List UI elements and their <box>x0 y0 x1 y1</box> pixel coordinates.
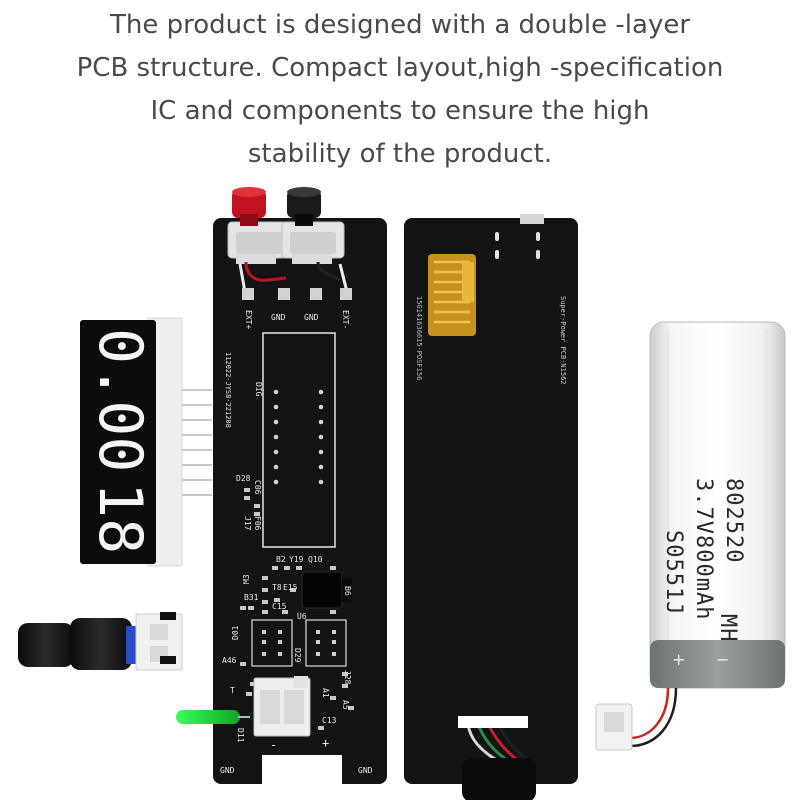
label-e15: E15 <box>283 583 298 592</box>
ic-right-outline <box>305 619 347 667</box>
battery-text-line1: 802520 <box>721 478 746 564</box>
green-led <box>176 710 250 724</box>
back-label-code: 15G141636615-PDSF156 <box>415 296 423 381</box>
label-gnd-2: GND <box>304 313 319 322</box>
label-t8: T8 <box>272 583 282 592</box>
battery-text-line4: MH <box>715 614 740 643</box>
back-label-brand: Super-Power PCB-N1562 <box>559 296 567 385</box>
label-b2: B2 <box>276 555 286 564</box>
front-pcb-board <box>213 218 387 784</box>
red-binding-post <box>232 190 266 218</box>
label-j17: J17 <box>243 516 252 531</box>
battery-text-line3: S0551J <box>661 530 686 616</box>
display-footprint-outline <box>262 332 336 548</box>
chip-q10 <box>301 571 343 609</box>
label-ext-minus: EXT- <box>341 310 350 330</box>
label-b31: B31 <box>244 593 259 602</box>
knob-assembly <box>18 612 183 671</box>
gold-flex-ribbon <box>428 254 476 336</box>
display-bottom-digits: 18 <box>85 482 155 555</box>
label-m3: M3 <box>242 574 251 584</box>
label-u6: U6 <box>297 612 307 621</box>
label-c15: C15 <box>272 602 287 611</box>
front-pcb <box>213 187 387 785</box>
lipo-battery <box>595 321 786 751</box>
label-a46: A46 <box>222 656 237 665</box>
label-j28: J28 <box>343 670 352 685</box>
display-footprint-holes <box>273 389 324 485</box>
pad-ext-plus <box>242 288 254 300</box>
label-q10: Q10 <box>308 555 323 564</box>
red-wire <box>244 261 287 282</box>
headline-line-4: stability of the product. <box>247 139 553 169</box>
headline-line-3: IC and components to ensure the high <box>150 96 650 126</box>
pad-gnd-1 <box>278 288 290 300</box>
label-a1: A1 <box>321 688 330 698</box>
ic-left-outline <box>251 619 293 667</box>
display-top-digits: 0.00 <box>85 328 155 473</box>
smd-components <box>240 488 354 730</box>
label-t: T <box>230 686 235 695</box>
battery-minus-mark: − <box>716 650 730 669</box>
back-pcb <box>404 214 578 800</box>
label-model: 112022-JYS8-221208 <box>224 352 232 428</box>
back-pcb-board <box>404 218 578 784</box>
headline: The product is designed with a double -l… <box>0 4 800 176</box>
label-ext-plus: EXT+ <box>244 310 253 330</box>
display-pins <box>182 389 212 496</box>
headline-line-2: PCB structure. Compact layout,high -spec… <box>76 53 724 83</box>
headline-line-1: The product is designed with a double -l… <box>109 10 691 40</box>
label-f06: F06 <box>253 516 262 531</box>
label-d28: D28 <box>236 474 251 483</box>
label-d01: D01 <box>231 625 240 640</box>
label-b6: B6 <box>343 586 352 596</box>
back-pcb-pads <box>495 232 540 259</box>
battery-band <box>650 640 785 688</box>
label-d11: D11 <box>236 728 245 743</box>
label-c06: C06 <box>253 480 262 495</box>
label-gnd-1: GND <box>271 313 286 322</box>
seven-segment-display <box>80 317 212 567</box>
pad-gnd-2 <box>310 288 322 300</box>
label-minus: - <box>270 738 278 752</box>
label-plus: + <box>322 736 330 750</box>
label-dig: DIG <box>254 382 263 397</box>
black-binding-post <box>287 190 321 218</box>
binding-posts <box>227 187 345 264</box>
front-pcb-bottom-notch <box>262 755 342 785</box>
back-barrel-connector <box>462 758 536 800</box>
label-gnd-bottom-right: GND <box>358 766 373 775</box>
ic-pads <box>262 630 336 656</box>
battery-plus-mark: + <box>672 650 686 669</box>
label-y19: Y19 <box>289 555 304 564</box>
display-body <box>80 320 156 564</box>
label-gnd-bottom-left: GND <box>220 766 235 775</box>
knob-cap-left <box>18 623 74 667</box>
knob-cap-right <box>70 618 132 670</box>
label-c13: C13 <box>322 716 337 725</box>
label-a5: A5 <box>341 700 350 710</box>
battery-text-line2: 3.7V800mAh <box>691 478 716 621</box>
label-d29: D29 <box>293 648 302 663</box>
pad-ext-minus <box>340 288 352 300</box>
